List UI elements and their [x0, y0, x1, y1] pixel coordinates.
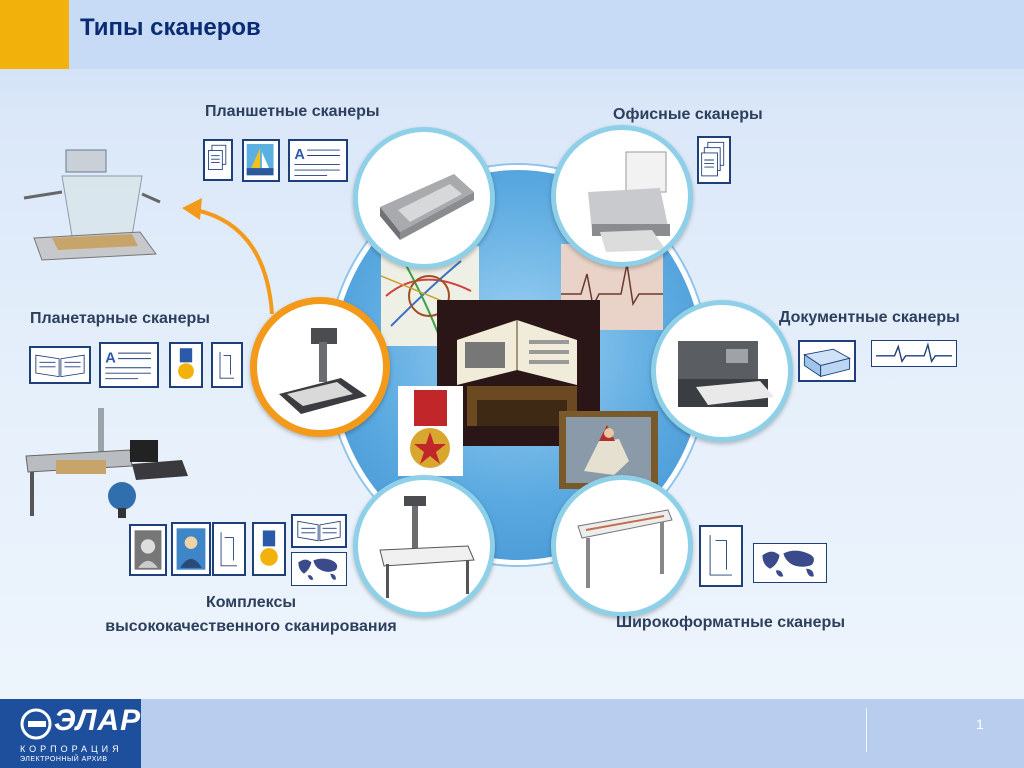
planetary-scanner-circle[interactable]: [250, 297, 390, 437]
footer-bar: [0, 699, 1024, 768]
world-map-icon-2: [753, 543, 827, 583]
flatbed-scanner-image: [380, 174, 474, 240]
header-bar: [0, 0, 1024, 69]
label-complex-line1: Комплексы: [205, 594, 297, 611]
label-planetary-scanners: Планетарные сканеры: [30, 310, 210, 327]
wide-format-scanner-image: [577, 509, 673, 588]
flatbed-scanner-circle[interactable]: [353, 127, 495, 269]
paper-ream-icon: [798, 340, 856, 382]
world-map-icon: [291, 552, 347, 586]
napoleon-painting-photo: [559, 411, 658, 489]
office-scanner-circle[interactable]: [551, 125, 693, 267]
open-book-icon-2: [291, 514, 347, 548]
header-accent-block: [0, 0, 69, 69]
ecg-chart-icon: [871, 340, 957, 367]
medal-icon: [169, 342, 203, 388]
document-scanner-circle[interactable]: [651, 300, 793, 442]
label-complex-line2: высококачественного сканирования: [105, 618, 397, 635]
slide-title: Типы сканеров: [80, 14, 261, 41]
logo-name: ЭЛАР: [54, 704, 142, 737]
logo-subtitle-2: ЭЛЕКТРОННЫЙ АРХИВ: [20, 756, 108, 763]
label-document-scanners: Документные сканеры: [779, 309, 960, 326]
sailboat-picture-icon: [242, 139, 280, 182]
wide-format-scanner-circle[interactable]: [551, 475, 693, 617]
document-scanner-image: [678, 341, 774, 407]
page-number: 1: [976, 716, 984, 732]
svg-text:A: A: [294, 147, 305, 163]
scanning-complex-image: [379, 496, 475, 598]
technical-drawing-icon-2: [212, 522, 246, 576]
portrait-icon: [129, 524, 167, 576]
technical-drawing-icon-3: [699, 525, 743, 587]
logo-subtitle-1: КОРПОРАЦИЯ: [20, 744, 123, 754]
medal-photo: [398, 386, 463, 476]
footer-divider: [866, 708, 867, 752]
text-page-icon-2: A: [99, 342, 159, 388]
medal-icon-2: [252, 522, 286, 576]
mona-lisa-icon: [171, 522, 211, 576]
paper-stack-icon: [697, 136, 731, 184]
company-logo: [0, 699, 141, 768]
planetary-scanner-image: [279, 328, 367, 414]
logo-mark-icon: [20, 708, 52, 740]
open-book-icon: [29, 346, 91, 384]
scanning-complex-circle[interactable]: [353, 475, 495, 617]
office-scanner-image: [588, 151, 670, 252]
label-wide-format-scanners: Широкоформатные сканеры: [616, 614, 845, 631]
technical-drawing-icon: [211, 342, 243, 388]
text-page-icon: A: [288, 139, 348, 182]
orange-arrow: [182, 198, 274, 315]
old-books-photo: [437, 300, 600, 446]
svg-text:A: A: [105, 350, 116, 366]
label-flatbed-scanners: Планшетные сканеры: [205, 103, 380, 120]
document-stack-icon: [203, 139, 233, 181]
planetary-workstation-photo: [22, 400, 190, 518]
label-office-scanners: Офисные сканеры: [613, 106, 763, 123]
planetary-scanner-large-photo: [22, 146, 162, 262]
